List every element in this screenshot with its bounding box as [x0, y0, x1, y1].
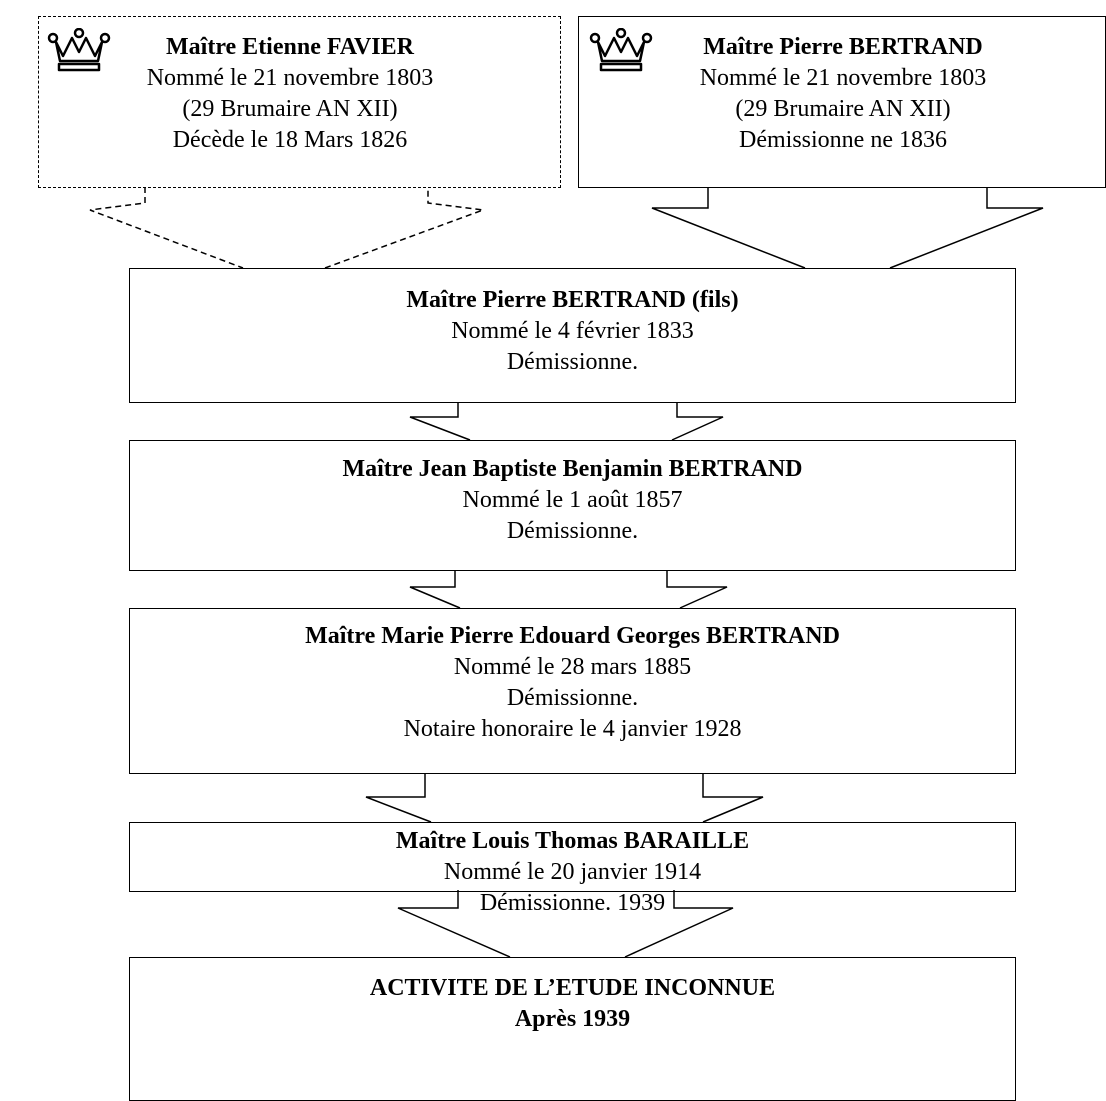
- node-bertrand-fils-line: Démissionne.: [506, 349, 639, 375]
- connector-louis-to-final: [397, 890, 734, 958]
- node-marie-pierre: Maître Marie Pierre Edouard Georges BERT…: [129, 621, 1016, 745]
- node-final: ACTIVITE DE L’ETUDE INCONNUE Après 1939: [129, 973, 1016, 1035]
- node-bertrand-fils-frame: [129, 268, 1016, 403]
- node-favier-line: Nommé le 21 novembre 1803: [146, 65, 434, 91]
- node-bertrand-father-line: Démissionne ne 1836: [739, 127, 947, 153]
- node-jean-baptiste-line: Démissionne.: [506, 518, 639, 544]
- node-jean-baptiste: Maître Jean Baptiste Benjamin BERTRAND N…: [129, 454, 1016, 547]
- node-marie-pierre-name: Maître Marie Pierre Edouard Georges BERT…: [305, 623, 840, 649]
- crown-icon: [589, 28, 653, 72]
- node-bertrand-fils-name: Maître Pierre BERTRAND (fils): [406, 287, 739, 313]
- node-final-subtitle: Après 1939: [514, 1006, 631, 1032]
- connector-marie-to-louis: [365, 773, 764, 823]
- node-baraille-line: Nommé le 20 janvier 1914: [443, 859, 702, 885]
- node-bertrand-father-line: (29 Brumaire AN XII): [735, 96, 951, 122]
- connector-bertrand-father: [651, 187, 1044, 269]
- node-marie-pierre-frame: [129, 608, 1016, 774]
- node-baraille: Maître Louis Thomas BARAILLE Nommé le 20…: [129, 826, 1016, 919]
- node-favier-frame: [38, 16, 561, 188]
- node-bertrand-fils: Maître Pierre BERTRAND (fils) Nommé le 4…: [129, 285, 1016, 378]
- node-favier: Maître Etienne FAVIER Nommé le 21 novemb…: [100, 32, 480, 156]
- node-jean-baptiste-frame: [129, 440, 1016, 571]
- node-bertrand-father-line: Nommé le 21 novembre 1803: [699, 65, 987, 91]
- crown-icon: [47, 28, 111, 72]
- node-final-title: ACTIVITE DE L’ETUDE INCONNUE: [369, 975, 776, 1001]
- node-bertrand-father: Maître Pierre BERTRAND Nommé le 21 novem…: [658, 32, 1028, 156]
- node-favier-name: Maître Etienne FAVIER: [166, 34, 414, 60]
- node-marie-pierre-line: Démissionne.: [506, 685, 639, 711]
- node-favier-line: (29 Brumaire AN XII): [182, 96, 398, 122]
- node-marie-pierre-line: Nommé le 28 mars 1885: [453, 654, 692, 680]
- node-jean-baptiste-name: Maître Jean Baptiste Benjamin BERTRAND: [342, 456, 803, 482]
- node-favier-line: Décède le 18 Mars 1826: [172, 127, 408, 153]
- connector-jean-to-marie: [409, 570, 728, 609]
- connector-favier: [89, 187, 484, 269]
- node-baraille-line: Démissionne. 1939: [479, 890, 666, 916]
- node-marie-pierre-line: Notaire honoraire le 4 janvier 1928: [403, 716, 742, 742]
- node-baraille-name: Maître Louis Thomas BARAILLE: [395, 828, 750, 854]
- node-bertrand-father-name: Maître Pierre BERTRAND: [703, 34, 983, 60]
- node-baraille-frame-extension: [129, 822, 1016, 892]
- connector-fils-to-jean: [409, 402, 724, 441]
- node-jean-baptiste-line: Nommé le 1 août 1857: [462, 487, 683, 513]
- node-bertrand-fils-line: Nommé le 4 février 1833: [451, 318, 694, 344]
